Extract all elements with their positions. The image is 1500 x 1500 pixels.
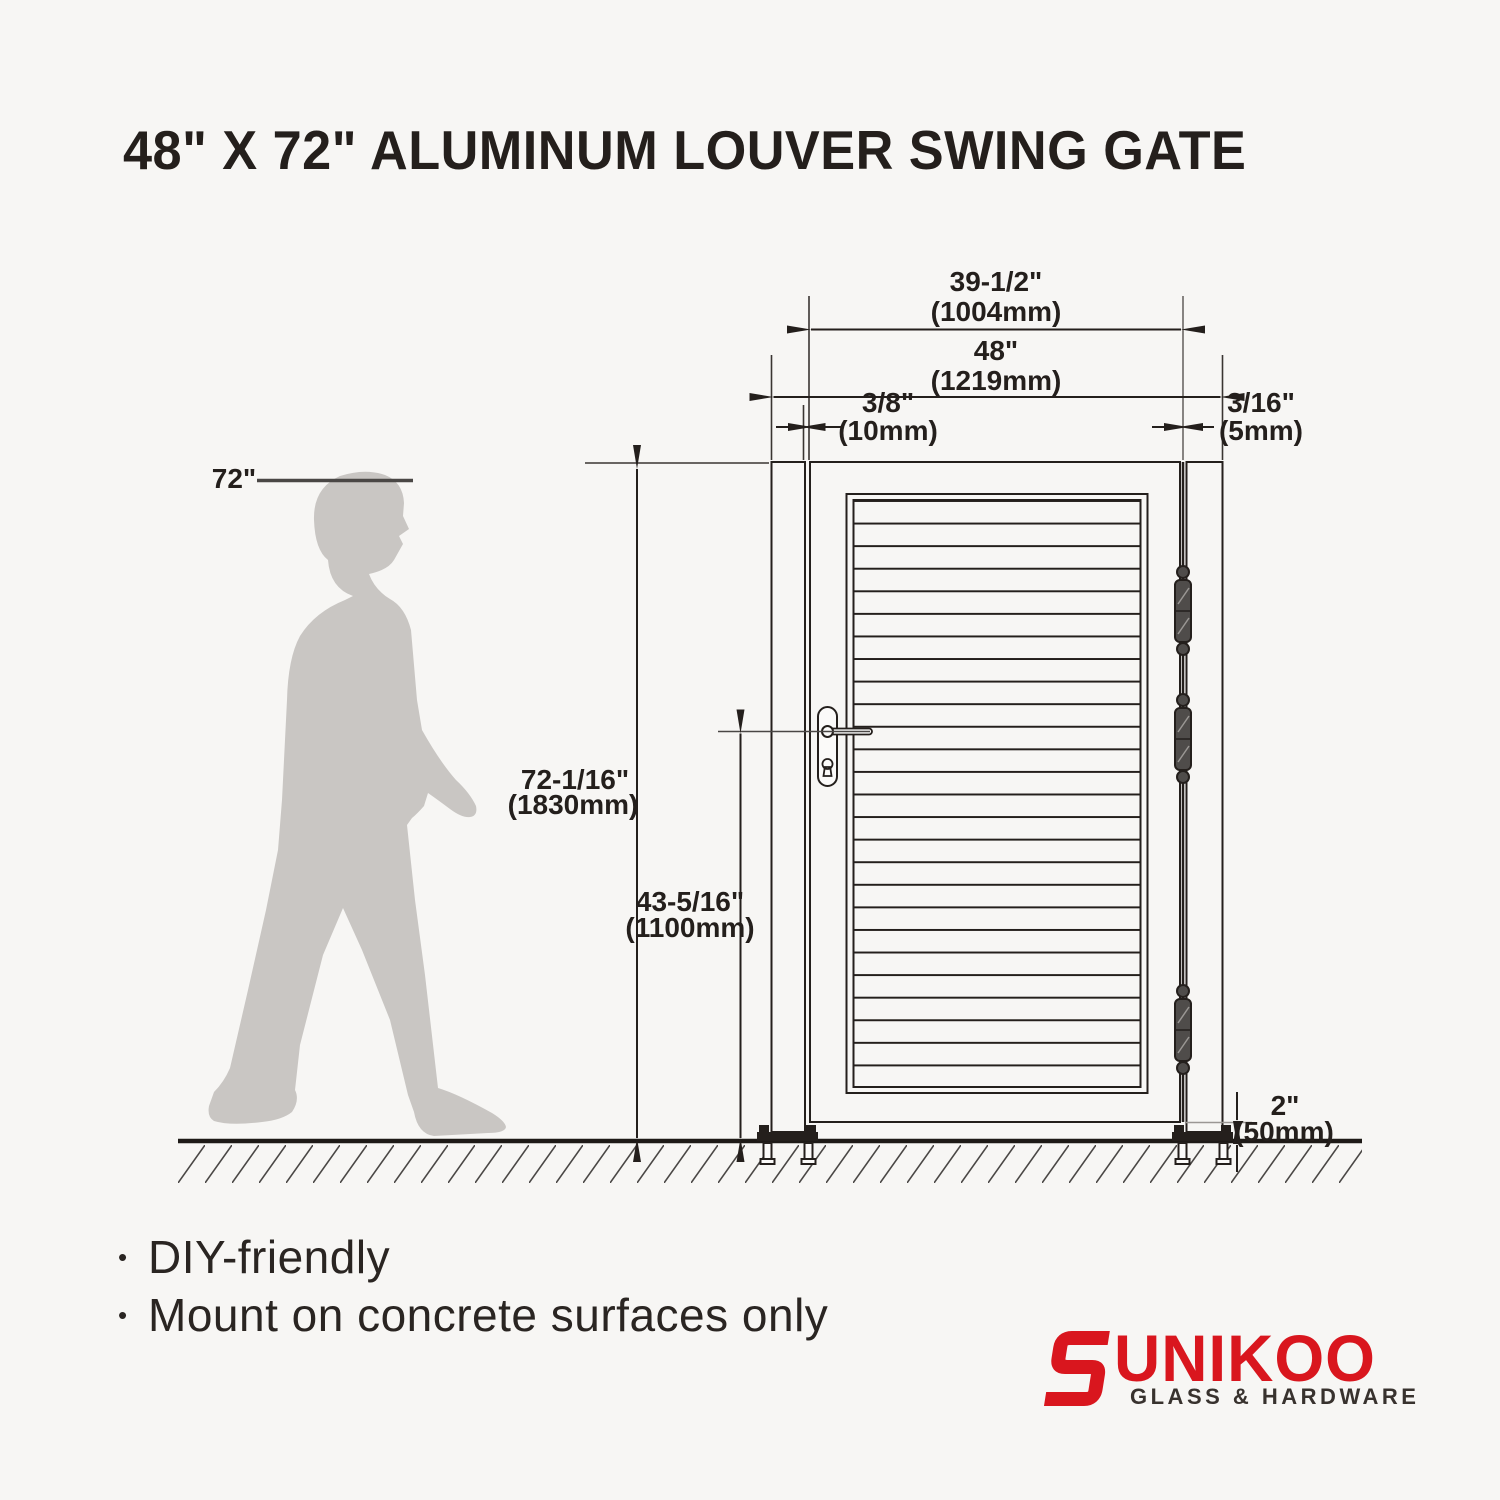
floor-mounts	[757, 1125, 1233, 1165]
label-overall-height-in: 72-1/16"	[521, 764, 629, 795]
label-latch-gap-in: 3/8"	[862, 387, 914, 418]
list-item: • Mount on concrete surfaces only	[118, 1286, 828, 1344]
hinge-ball	[1176, 1061, 1190, 1075]
base-plate-right	[1172, 1125, 1233, 1165]
hinge-ball	[1176, 565, 1190, 579]
person-silhouette	[208, 471, 507, 1136]
feature-list: • DIY-friendly • Mount on concrete surfa…	[118, 1228, 828, 1344]
brand-name: UNIKOO	[1114, 1321, 1376, 1395]
dimension-lines	[633, 325, 1245, 1172]
label-leaf-width-mm: (1004mm)	[931, 296, 1062, 327]
label-overall-height-mm: (1830mm)	[508, 789, 639, 820]
louver-panel-outer	[845, 493, 1149, 1094]
left-post	[770, 461, 806, 1133]
bullet-icon: •	[118, 1241, 128, 1272]
feature-text: DIY-friendly	[148, 1231, 391, 1283]
base-plate-left	[757, 1125, 818, 1165]
hinge-ball	[1176, 693, 1190, 707]
hinge-top	[1174, 565, 1192, 656]
label-hinge-gap-in: 3/16"	[1227, 387, 1295, 418]
hinge-ball	[1176, 984, 1190, 998]
label-handle-height-mm: (1100mm)	[625, 912, 754, 943]
label-overall-width-in: 48"	[974, 335, 1018, 366]
keyhole-icon	[821, 758, 834, 777]
hinges	[1174, 565, 1192, 1075]
extension-lines	[257, 296, 1252, 1124]
brand-logo: UNIKOO GLASS & HARDWARE	[1042, 1320, 1442, 1430]
label-person-height: 72"	[212, 463, 256, 494]
label-hinge-gap-mm: (5mm)	[1219, 415, 1303, 446]
gate-drawing	[770, 461, 1224, 1133]
bullet-icon: •	[118, 1299, 128, 1330]
hinge-bottom	[1174, 984, 1192, 1075]
label-leaf-width-in: 39-1/2"	[950, 266, 1043, 297]
label-overall-width-mm: (1219mm)	[931, 365, 1062, 396]
hinge-middle	[1174, 693, 1192, 784]
label-handle-height-in: 43-5/16"	[636, 886, 744, 917]
brand-tagline: GLASS & HARDWARE	[1130, 1384, 1420, 1409]
page-title: 48" X 72" ALUMINUM LOUVER SWING GATE	[123, 119, 1247, 181]
feature-text: Mount on concrete surfaces only	[148, 1289, 829, 1341]
hinge-ball	[1176, 770, 1190, 784]
hinge-ball	[1176, 642, 1190, 656]
label-clearance-mm: (50mm)	[1234, 1116, 1334, 1147]
louver-slats	[853, 500, 1141, 1087]
gate-leaf	[809, 461, 1181, 1123]
list-item: • DIY-friendly	[118, 1228, 828, 1286]
brand-s-icon	[1043, 1331, 1110, 1406]
label-clearance-in: 2"	[1271, 1090, 1300, 1121]
label-latch-gap-mm: (10mm)	[838, 415, 938, 446]
dimension-labels: 39-1/2" (1004mm) 48" (1219mm) 3/8" (10mm…	[212, 266, 1334, 1147]
